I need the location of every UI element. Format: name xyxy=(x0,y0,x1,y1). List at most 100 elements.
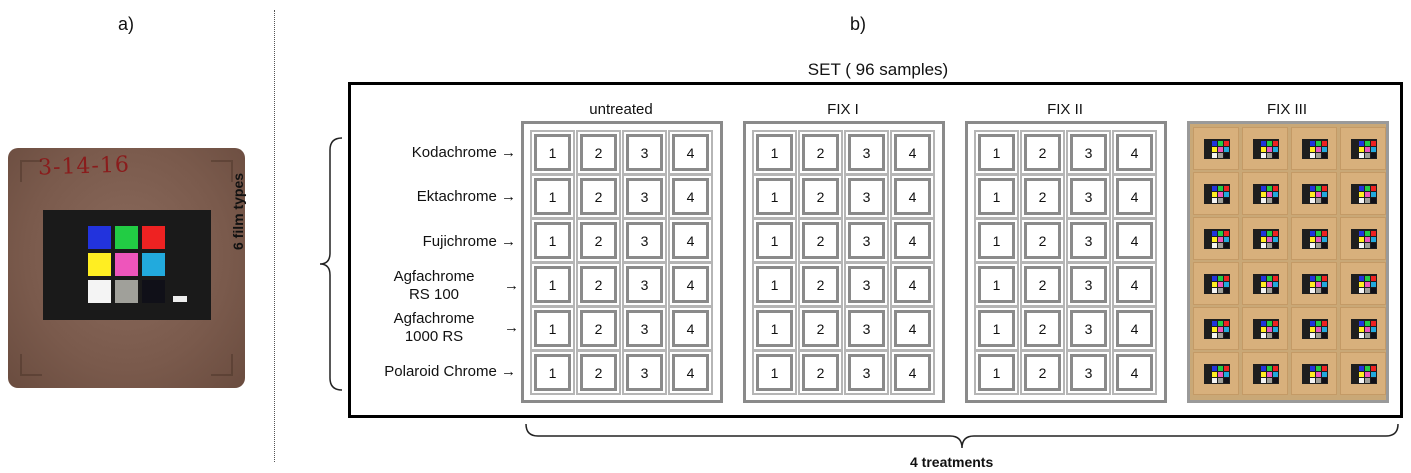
treatment-group xyxy=(1187,121,1389,403)
mini-color-patch xyxy=(1365,243,1370,248)
sample-cell: 2 xyxy=(580,222,617,259)
mini-color-patch xyxy=(1261,282,1266,287)
mini-color-patch xyxy=(1316,333,1321,338)
scale-tag xyxy=(173,296,187,302)
mini-color-patch xyxy=(1267,186,1272,191)
photo-slide-card xyxy=(1253,229,1279,249)
photo-slide xyxy=(1242,307,1288,350)
sample-cell: 4 xyxy=(672,354,709,391)
mini-color-patch xyxy=(1273,198,1278,203)
mini-color-patch xyxy=(1310,192,1315,197)
mini-color-patch xyxy=(1371,186,1376,191)
mini-color-patch xyxy=(1224,378,1229,383)
mini-color-patch xyxy=(1359,198,1364,203)
photo-slide xyxy=(1193,217,1239,260)
mini-color-patch xyxy=(1218,198,1223,203)
mini-color-patch xyxy=(1218,276,1223,281)
mini-color-patch xyxy=(1310,141,1315,146)
film-type-label: Kodachrome → xyxy=(411,144,516,161)
sample-cell: 1 xyxy=(978,134,1015,171)
mini-color-patch xyxy=(1273,288,1278,293)
mini-color-patch xyxy=(1316,147,1321,152)
sample-cell: 3 xyxy=(626,266,663,303)
mini-color-patch xyxy=(1316,231,1321,236)
mini-color-patch xyxy=(1359,372,1364,377)
mini-color-patch xyxy=(1310,276,1315,281)
mini-color-patch xyxy=(1224,186,1229,191)
sample-cell: 2 xyxy=(802,222,839,259)
treatment-label: FIX I xyxy=(827,101,859,118)
sample-frame xyxy=(622,350,667,395)
photo-slide-card xyxy=(1204,274,1230,294)
sample-cell: 2 xyxy=(1024,310,1061,347)
arrow-icon: → xyxy=(504,319,519,336)
photo-slide-card xyxy=(1204,319,1230,339)
photo-slide xyxy=(1242,172,1288,215)
mini-color-patch xyxy=(1371,141,1376,146)
mini-color-patch xyxy=(1267,372,1272,377)
photo-slide xyxy=(1242,217,1288,260)
mini-color-patch xyxy=(1261,186,1266,191)
sample-cell: 2 xyxy=(580,310,617,347)
mini-color-patch xyxy=(1261,333,1266,338)
sample-cell: 1 xyxy=(756,222,793,259)
mini-color-patch xyxy=(1261,378,1266,383)
photo-slide-card xyxy=(1351,274,1377,294)
mini-color-patch xyxy=(1322,141,1327,146)
mini-color-patch xyxy=(1261,147,1266,152)
mini-color-patch xyxy=(1224,276,1229,281)
photo-slide-card xyxy=(1351,229,1377,249)
photo-slide xyxy=(1193,172,1239,215)
sample-cell: 4 xyxy=(672,178,709,215)
mini-color-patch xyxy=(1212,378,1217,383)
sample-cell: 2 xyxy=(580,134,617,171)
color-checker-card xyxy=(43,210,211,320)
mini-color-patch xyxy=(1359,333,1364,338)
mini-color-patch xyxy=(1371,147,1376,152)
sample-cell: 1 xyxy=(978,310,1015,347)
panel-b-label: b) xyxy=(850,14,867,34)
sample-cell: 2 xyxy=(802,310,839,347)
mini-color-patch xyxy=(1322,333,1327,338)
mini-color-patch xyxy=(1267,147,1272,152)
mini-color-patch xyxy=(1359,147,1364,152)
photo-slide-card xyxy=(1351,319,1377,339)
treatment-label: FIX II xyxy=(1047,101,1083,118)
mini-color-patch xyxy=(1322,231,1327,236)
mini-color-patch xyxy=(1212,198,1217,203)
mini-color-patch xyxy=(1218,282,1223,287)
mini-color-patch xyxy=(1359,186,1364,191)
mini-color-patch xyxy=(1316,372,1321,377)
photo-slide xyxy=(1291,127,1337,170)
mini-color-patch xyxy=(1224,321,1229,326)
mini-color-patch xyxy=(1371,288,1376,293)
mini-color-patch xyxy=(1359,153,1364,158)
panel-a-label: a) xyxy=(118,14,135,34)
mini-color-patch xyxy=(1322,276,1327,281)
mini-color-patch xyxy=(1322,153,1327,158)
mini-color-patch xyxy=(1371,243,1376,248)
sample-cell: 2 xyxy=(1024,354,1061,391)
mini-color-patch xyxy=(1322,243,1327,248)
sample-cell: 3 xyxy=(848,178,885,215)
sample-frame xyxy=(1020,350,1065,395)
film-type-line: 1000 RS xyxy=(404,328,464,345)
sample-cell: 1 xyxy=(978,266,1015,303)
mini-color-patch xyxy=(1218,192,1223,197)
sample-cell: 2 xyxy=(1024,134,1061,171)
sample-cell: 3 xyxy=(626,310,663,347)
mini-color-patch xyxy=(1316,378,1321,383)
sample-cell: 2 xyxy=(802,266,839,303)
treatments-brace xyxy=(525,423,1399,449)
mini-color-patch xyxy=(1212,192,1217,197)
sample-cell: 3 xyxy=(1070,354,1107,391)
mini-color-patch xyxy=(1224,141,1229,146)
photo-slide-card xyxy=(1302,229,1328,249)
photo-slide xyxy=(1340,172,1386,215)
photo-slide xyxy=(1340,217,1386,260)
mini-color-patch xyxy=(1316,288,1321,293)
sample-cell: 1 xyxy=(534,222,571,259)
photo-slide xyxy=(1291,352,1337,395)
mini-color-patch xyxy=(1218,366,1223,371)
mini-color-patch xyxy=(1316,243,1321,248)
